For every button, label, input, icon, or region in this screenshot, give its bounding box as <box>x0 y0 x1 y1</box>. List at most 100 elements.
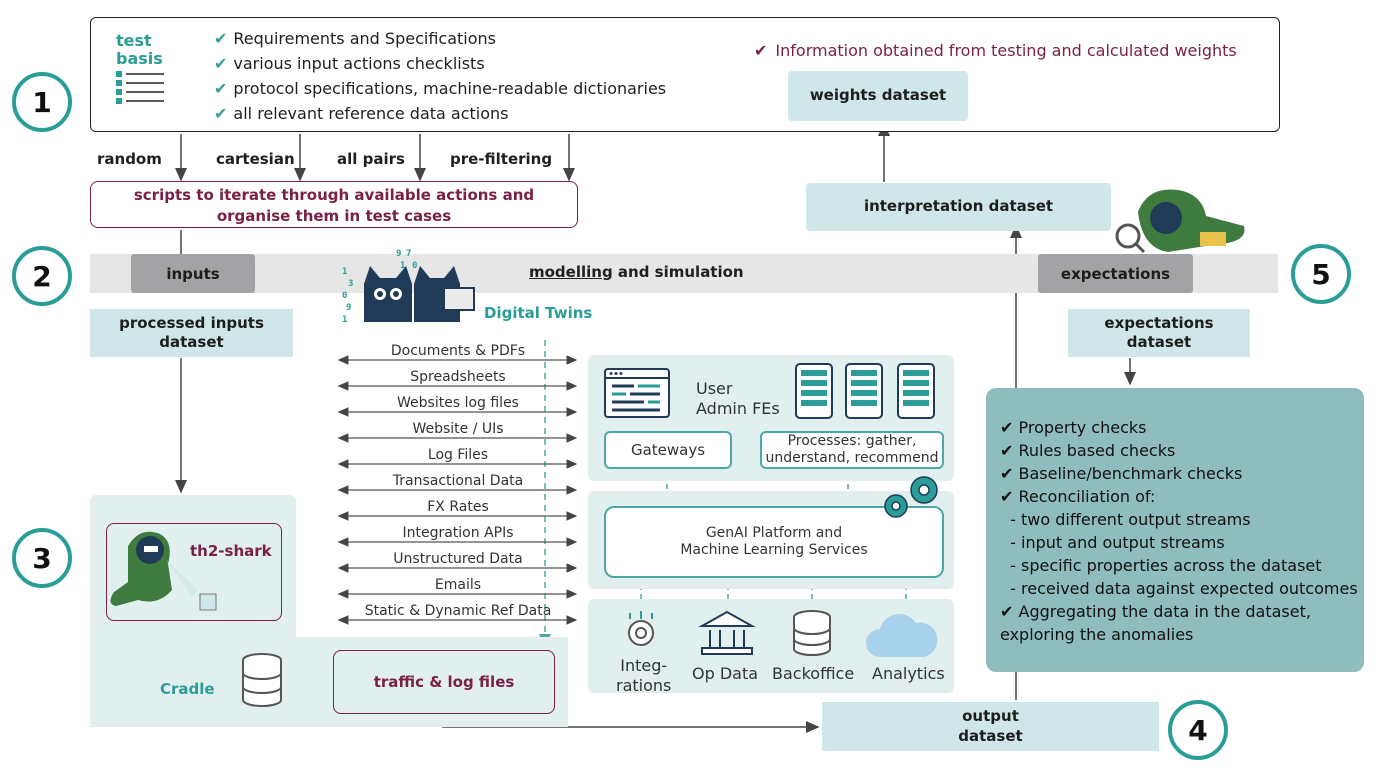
database-icon <box>793 610 831 656</box>
weights-dataset-box: weights dataset <box>788 71 968 121</box>
check-icon: ✔ <box>754 41 768 60</box>
dinosaur-mascot-icon <box>110 531 217 611</box>
data-source-label: Websites log files <box>397 395 519 411</box>
processed-inputs-line1: processed inputs <box>119 313 264 332</box>
test-basis-label-line1: test <box>116 31 152 50</box>
data-source-label: Unstructured Data <box>393 551 523 567</box>
step-5-circle: 5 <box>1291 244 1351 304</box>
check-item: ✔ Rules based checks <box>1000 441 1176 460</box>
backoffice-label: Backoffice <box>772 664 855 683</box>
cradle-label: Cradle <box>160 680 215 698</box>
check-item: ✔ Reconciliation of: <box>1000 487 1156 506</box>
processes-line1: Processes: gather, <box>787 432 917 449</box>
test-basis-item: ✔ protocol specifications, machine-readab… <box>214 76 666 101</box>
processed-inputs-box: processed inputs dataset <box>90 309 293 357</box>
strategy-all-pairs: all pairs <box>337 150 405 168</box>
data-source-label: Website / UIs <box>412 421 504 437</box>
data-source-label: Log Files <box>427 447 489 463</box>
step-1-circle: 1 <box>12 72 72 132</box>
expectations-dataset-line1: expectations <box>1104 313 1214 332</box>
expectations-dataset-box: expectations dataset <box>1068 309 1250 357</box>
integrations-line2: rations <box>616 676 672 695</box>
check-item: - two different output streams <box>1000 510 1251 529</box>
scripts-box-line1: scripts to iterate through available act… <box>133 186 535 204</box>
data-source-arrows <box>337 355 578 625</box>
genai-line1: GenAI Platform and <box>705 524 843 541</box>
data-source-label: FX Rates <box>427 499 489 515</box>
bank-building-icon <box>698 610 756 655</box>
svg-text:3: 3 <box>348 279 353 289</box>
check-item: - input and output streams <box>1000 533 1225 552</box>
strategy-cartesian: cartesian <box>216 150 295 168</box>
data-source-label: Static & Dynamic Ref Data <box>364 603 552 619</box>
user-admin-line1: User <box>696 379 733 398</box>
check-item: - received data against expected outcome… <box>1000 579 1358 598</box>
integrations-icon <box>628 611 654 646</box>
analytics-label: Analytics <box>872 664 945 683</box>
modelling-title-rest: and simulation <box>612 263 744 281</box>
integrations-label: Integ- rations <box>616 656 671 696</box>
op-data-label: Op Data <box>692 664 759 683</box>
processed-inputs-line2: dataset <box>159 333 224 351</box>
scripts-box-line2: organise them in test cases <box>216 207 452 225</box>
cloud-icon <box>866 614 938 657</box>
output-dataset-line1: output <box>962 707 1019 725</box>
check-icon: ✔ <box>214 29 228 48</box>
genai-platform-box: GenAI Platform and Machine Learning Serv… <box>604 506 944 578</box>
processes-line2: understand, recommend <box>765 450 939 466</box>
data-source-label: Integration APIs <box>402 525 514 541</box>
check-item: ✔ Property checks <box>1000 418 1147 437</box>
integrations-line1: Integ- <box>620 656 668 675</box>
svg-text:7: 7 <box>406 249 411 259</box>
scripts-box: scripts to iterate through available act… <box>90 181 578 228</box>
svg-text:0: 0 <box>342 291 347 301</box>
check-icon: ✔ <box>214 79 228 98</box>
svg-text:1: 1 <box>342 315 347 325</box>
info-line-text: Information obtained from testing and ca… <box>775 41 1237 60</box>
test-basis-label: test basis <box>116 32 163 68</box>
strategy-pre-filtering: pre-filtering <box>450 150 553 168</box>
check-item: - specific properties across the dataset <box>1000 556 1322 575</box>
modelling-title: modelling and simulation <box>529 263 744 281</box>
expectations-dataset-line2: dataset <box>1126 333 1192 351</box>
th2-shark-label: th2-shark <box>190 542 272 560</box>
test-basis-item-text: all relevant reference data actions <box>233 104 509 123</box>
data-source-label: Transactional Data <box>392 473 524 489</box>
server-rack-icons <box>795 363 935 419</box>
svg-text:1: 1 <box>400 261 405 271</box>
interpretation-dataset-box: interpretation dataset <box>806 183 1111 231</box>
digital-twins-label: Digital Twins <box>484 304 593 322</box>
output-dataset-box: output dataset <box>822 702 1159 751</box>
test-basis-item-text: Requirements and Specifications <box>233 29 496 48</box>
genai-line2: Machine Learning Services <box>680 542 868 558</box>
check-item: exploring the anomalies <box>1000 625 1194 644</box>
user-admin-label: User Admin FEs <box>696 379 780 419</box>
gears-icon <box>884 476 938 518</box>
svg-text:9: 9 <box>396 249 401 259</box>
modelling-title-underlined: modelling <box>529 263 613 281</box>
test-basis-item: ✔ all relevant reference data actions <box>214 101 666 126</box>
test-basis-item: ✔ Requirements and Specifications <box>214 26 666 51</box>
admin-window-icon <box>604 368 670 418</box>
processes-box: Processes: gather, understand, recommend <box>760 431 944 469</box>
test-basis-item-text: various input actions checklists <box>233 54 485 73</box>
test-basis-checklist: ✔Requirements and Specifications ✔variou… <box>214 26 666 126</box>
test-basis-item: ✔various input actions checklists <box>214 51 666 76</box>
test-basis-panel <box>90 17 1280 132</box>
cradle-database-icon <box>242 653 282 707</box>
data-source-label: Spreadsheets <box>410 369 506 385</box>
data-source-label: Emails <box>434 577 482 593</box>
info-line: ✔ Information obtained from testing and c… <box>754 41 1237 60</box>
user-admin-line2: Admin FEs <box>696 399 780 418</box>
step-4-circle: 4 <box>1168 700 1228 760</box>
expectations-label: expectations <box>1038 254 1193 293</box>
check-icon: ✔ <box>214 104 228 123</box>
checks-panel: ✔ Property checks ✔ Rules based checks ✔… <box>986 388 1364 672</box>
test-basis-item-text: protocol specifications, machine-readabl… <box>233 79 667 98</box>
data-source-label: Documents & PDFs <box>390 343 526 359</box>
traffic-logs-box: traffic & log files <box>333 650 555 714</box>
gateways-box: Gateways <box>604 431 732 469</box>
strategy-random: random <box>97 150 162 168</box>
list-icon <box>116 71 164 104</box>
